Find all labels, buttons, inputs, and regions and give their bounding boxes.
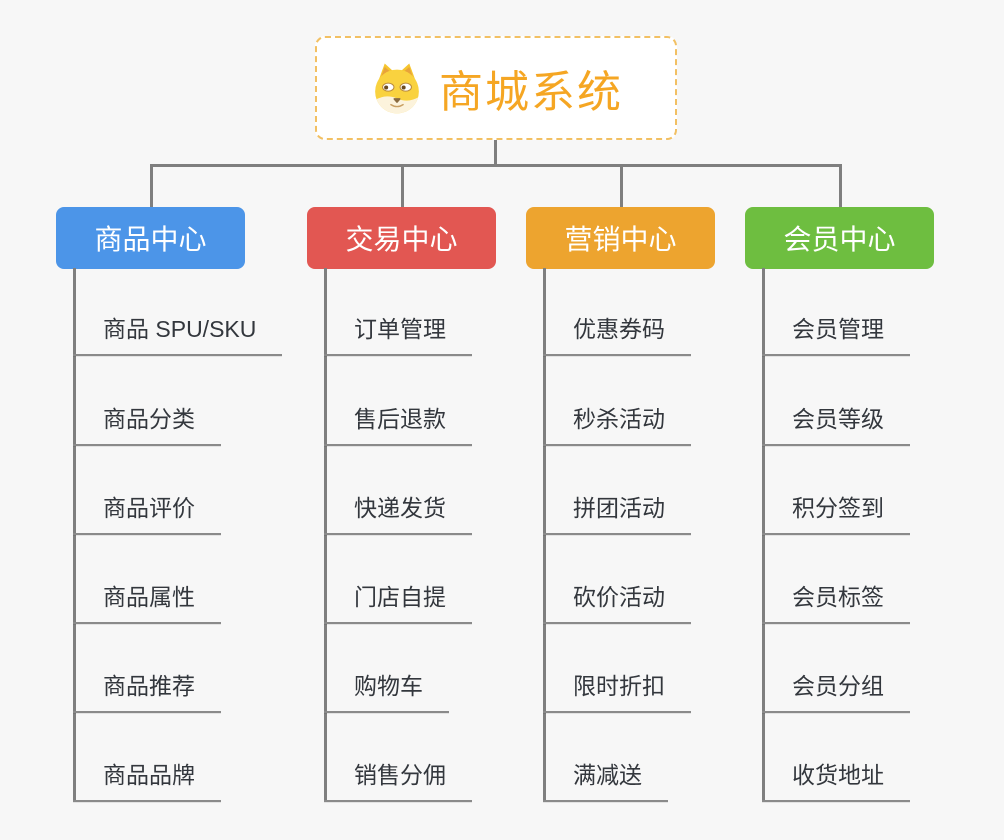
leaf-topic-label: 售后退款 — [354, 406, 446, 432]
leaf-topic-label: 门店自提 — [354, 584, 446, 610]
leaf-topic-group-buy[interactable]: 拼团活动 — [543, 493, 691, 535]
leaf-topic-label: 会员标签 — [792, 584, 884, 610]
leaf-topic-express-delivery[interactable]: 快递发货 — [324, 493, 472, 535]
leaf-topic-label: 砍价活动 — [573, 584, 665, 610]
leaf-topic-product-category[interactable]: 商品分类 — [73, 404, 221, 446]
leaf-topic-label: 购物车 — [354, 673, 423, 699]
leaf-topic-full-reduction[interactable]: 满减送 — [543, 760, 668, 802]
leaf-topic-points-checkin[interactable]: 积分签到 — [762, 493, 910, 535]
leaf-topic-label: 会员等级 — [792, 406, 884, 432]
leaf-topic-label: 拼团活动 — [573, 495, 665, 521]
leaf-topic-label: 商品属性 — [103, 584, 195, 610]
branch-topic-marketing-center[interactable]: 营销中心 — [526, 207, 715, 269]
leaf-topic-member-tag[interactable]: 会员标签 — [762, 582, 910, 624]
leaf-topic-aftersale-refund[interactable]: 售后退款 — [324, 404, 472, 446]
leaf-topic-shopping-cart[interactable]: 购物车 — [324, 671, 449, 713]
branch-topic-product-center[interactable]: 商品中心 — [56, 207, 245, 269]
leaf-topic-label: 积分签到 — [792, 495, 884, 521]
connector-drop — [150, 164, 153, 208]
leaf-topic-product-attribute[interactable]: 商品属性 — [73, 582, 221, 624]
leaf-topic-sales-commission[interactable]: 销售分佣 — [324, 760, 472, 802]
leaf-topic-label: 限时折扣 — [573, 673, 665, 699]
leaf-topic-product-review[interactable]: 商品评价 — [73, 493, 221, 535]
leaf-topic-flash-sale[interactable]: 秒杀活动 — [543, 404, 691, 446]
leaf-topic-bargain-activity[interactable]: 砍价活动 — [543, 582, 691, 624]
branch-topic-trade-center[interactable]: 交易中心 — [307, 207, 496, 269]
root-topic-label: 商城系统 — [439, 68, 623, 117]
branch-topic-label: 商品中心 — [94, 224, 207, 255]
leaf-topic-member-management[interactable]: 会员管理 — [762, 314, 910, 356]
leaf-topic-label: 会员管理 — [792, 316, 884, 342]
leaf-topic-label: 商品推荐 — [103, 673, 195, 699]
leaf-topic-label: 销售分佣 — [354, 762, 446, 788]
leaf-topic-label: 商品品牌 — [103, 762, 195, 788]
connector-drop — [401, 164, 404, 208]
connector-drop — [839, 164, 842, 208]
leaf-topic-store-pickup[interactable]: 门店自提 — [324, 582, 472, 624]
leaf-topic-product-brand[interactable]: 商品品牌 — [73, 760, 221, 802]
leaf-topic-label: 商品 SPU/SKU — [103, 316, 257, 342]
leaf-topic-label: 满减送 — [573, 762, 642, 788]
connector-drop — [620, 164, 623, 208]
leaf-topic-limited-time-discount[interactable]: 限时折扣 — [543, 671, 691, 713]
branch-topic-label: 交易中心 — [345, 224, 458, 255]
leaf-topic-member-level[interactable]: 会员等级 — [762, 404, 910, 446]
connector-root-stub — [494, 140, 497, 167]
dog-face-icon — [369, 60, 425, 116]
leaf-topic-label: 订单管理 — [354, 316, 446, 342]
branch-topic-label: 会员中心 — [783, 224, 896, 255]
leaf-topic-coupon-code[interactable]: 优惠券码 — [543, 314, 691, 356]
leaf-topic-label: 会员分组 — [792, 673, 884, 699]
leaf-topic-label: 快递发货 — [354, 495, 446, 521]
leaf-topic-label: 收货地址 — [792, 762, 884, 788]
root-topic[interactable]: 商城系统 — [315, 36, 677, 140]
leaf-topic-member-group[interactable]: 会员分组 — [762, 671, 910, 713]
leaf-topic-label: 商品评价 — [103, 495, 195, 521]
leaf-topic-product-spu-sku[interactable]: 商品 SPU/SKU — [73, 314, 283, 356]
leaf-topic-label: 秒杀活动 — [573, 406, 665, 432]
leaf-topic-label: 商品分类 — [103, 406, 195, 432]
branch-topic-member-center[interactable]: 会员中心 — [745, 207, 934, 269]
leaf-topic-label: 优惠券码 — [573, 316, 665, 342]
branch-topic-label: 营销中心 — [564, 224, 677, 255]
leaf-topic-product-recommend[interactable]: 商品推荐 — [73, 671, 221, 713]
connector-horizontal-bar — [150, 164, 842, 167]
leaf-topic-shipping-address[interactable]: 收货地址 — [762, 760, 910, 802]
leaf-topic-order-management[interactable]: 订单管理 — [324, 314, 472, 356]
